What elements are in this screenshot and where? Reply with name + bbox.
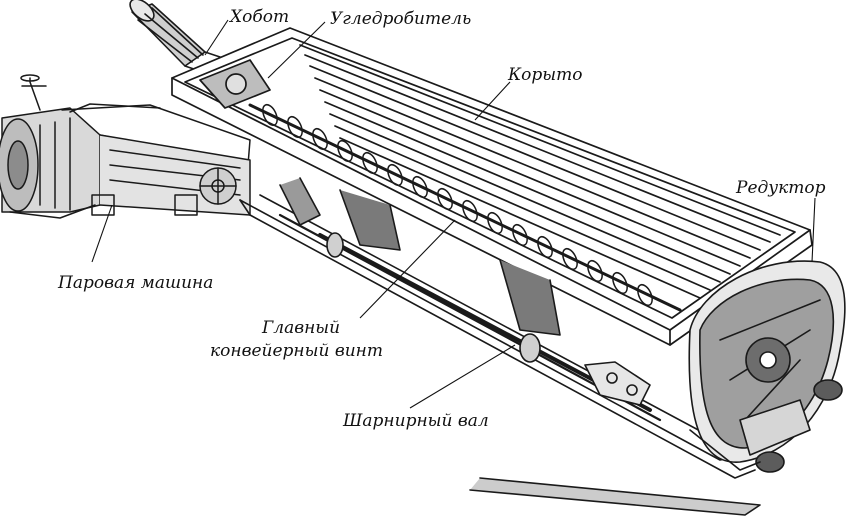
leader-main-screw [359,219,456,319]
leader-crusher [267,21,326,79]
reducer-drawing [688,260,846,473]
label-main-screw-line1: Главный [261,318,340,338]
label-hobot: Хобот [228,7,289,27]
leader-steam-engine [91,204,113,263]
label-steam-engine: Паровая машина [57,273,213,293]
label-hinge-shaft: Шарнирный вал [342,411,489,431]
steam-engine-drawing [0,74,251,219]
leader-lines [91,19,816,409]
label-trough: Корыто [507,65,582,85]
leader-hinge-shaft [409,344,516,409]
leader-reducer [811,197,816,263]
base-frame-drawing [239,177,761,516]
label-reducer: Редуктор [735,178,826,198]
main-screw-drawing [248,103,682,312]
leader-trough [474,81,511,121]
label-main-screw-line2: конвейерный винт [210,341,383,361]
hinge-shaft-drawing [318,232,652,412]
hobot-drawing [129,0,236,79]
label-crusher: Угледробитель [330,9,471,29]
leader-hobot [204,19,229,56]
